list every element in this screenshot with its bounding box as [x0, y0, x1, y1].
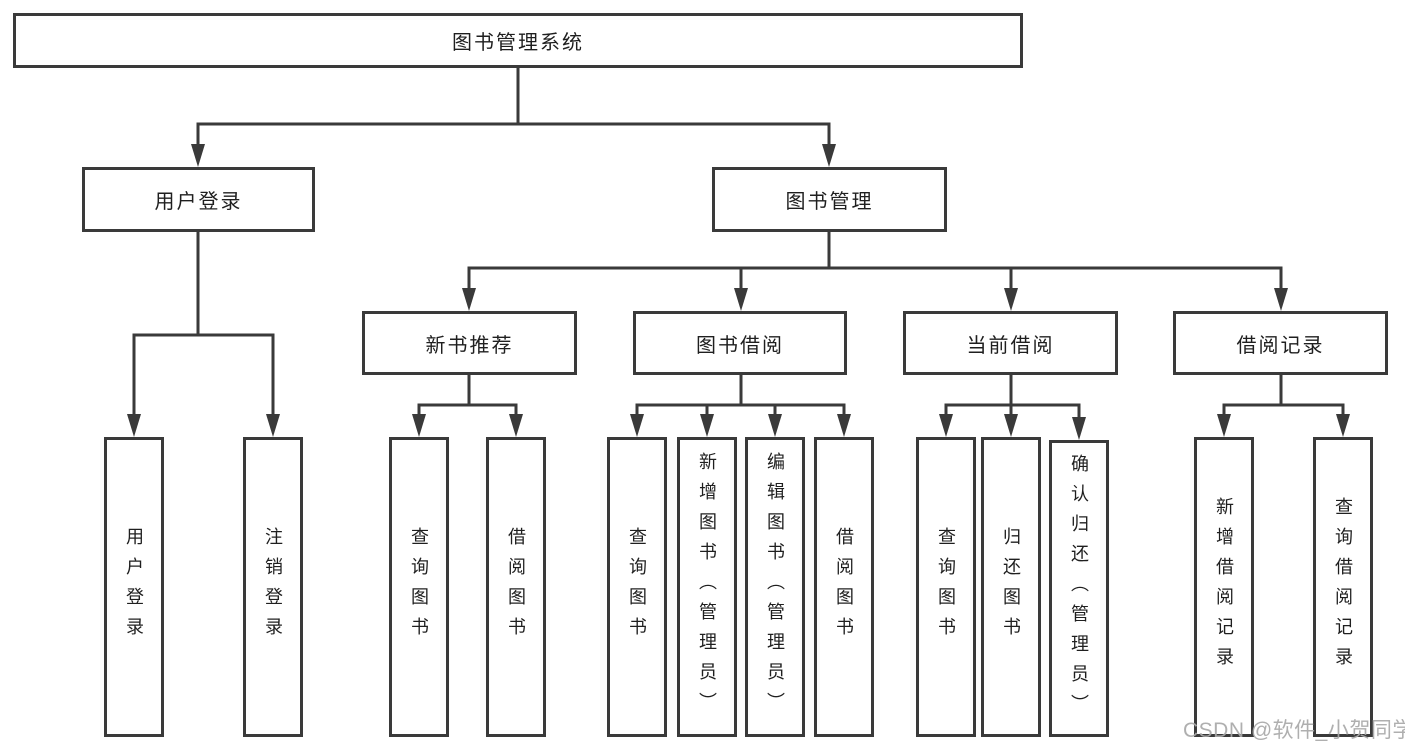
arrowhead — [837, 414, 851, 437]
arrowhead — [412, 414, 426, 437]
leaf-label: 查询图书 — [409, 527, 429, 647]
edge-bookmgmt-to-level3 — [467, 229, 1283, 292]
leaf-borrow-books-recommend: 借阅图书 — [486, 437, 546, 737]
leaf-label: 查询图书 — [627, 527, 647, 647]
node-new-book-recommend: 新书推荐 — [362, 311, 577, 375]
leaf-label: 新增图书（管理员） — [697, 452, 717, 722]
node-label: 新书推荐 — [425, 334, 514, 357]
arrowhead — [734, 288, 748, 311]
node-label: 借阅记录 — [1236, 334, 1325, 357]
leaf-edit-book-admin: 编辑图书（管理员） — [745, 437, 805, 737]
arrowhead — [1072, 417, 1086, 440]
leaf-confirm-return-admin: 确认归还（管理员） — [1049, 440, 1109, 737]
leaf-label: 确认归还（管理员） — [1069, 453, 1089, 724]
leaf-query-books-current: 查询图书 — [916, 437, 976, 737]
leaf-label: 借阅图书 — [834, 527, 854, 647]
leaf-label: 注销登录 — [263, 527, 283, 647]
node-label: 用户登录 — [154, 191, 243, 213]
node-current-borrowing: 当前借阅 — [903, 311, 1118, 375]
edge-current-to-leaves — [944, 372, 1081, 421]
edge-borrowing-to-leaves — [635, 372, 846, 418]
arrowhead — [1274, 288, 1288, 311]
arrowhead — [822, 144, 836, 167]
csdn-watermark: CSDN @软件_小贺同学 — [1183, 719, 1405, 742]
arrowhead — [509, 414, 523, 437]
arrowhead — [266, 414, 280, 437]
leaf-add-borrow-record: 新增借阅记录 — [1194, 437, 1254, 737]
edge-root-to-level2 — [196, 65, 831, 148]
node-book-borrowing: 图书借阅 — [633, 311, 847, 375]
leaf-label: 查询图书 — [936, 527, 956, 647]
leaf-label: 编辑图书（管理员） — [765, 452, 785, 722]
edge-records-to-leaves — [1222, 372, 1345, 418]
leaf-borrow-books-borrowing: 借阅图书 — [814, 437, 874, 737]
node-label: 图书借阅 — [696, 334, 784, 357]
arrowhead — [191, 144, 205, 167]
arrowhead — [1336, 414, 1350, 437]
node-label: 图书管理系统 — [452, 32, 584, 54]
leaf-label: 归还图书 — [1001, 527, 1021, 647]
arrowhead — [462, 288, 476, 311]
arrowhead — [1217, 414, 1231, 437]
arrowhead — [939, 414, 953, 437]
node-library-management-system: 图书管理系统 — [13, 13, 1023, 68]
node-borrowing-records: 借阅记录 — [1173, 311, 1388, 375]
leaf-return-book: 归还图书 — [981, 437, 1041, 737]
arrowhead — [768, 414, 782, 437]
leaf-logout: 注销登录 — [243, 437, 303, 737]
edge-userlogin-to-leaves — [132, 229, 275, 418]
arrowhead — [630, 414, 644, 437]
leaf-label: 用户登录 — [124, 527, 144, 647]
arrowhead — [1004, 414, 1018, 437]
arrowhead — [1004, 288, 1018, 311]
leaf-label: 借阅图书 — [506, 527, 526, 647]
leaf-query-borrow-record: 查询借阅记录 — [1313, 437, 1373, 737]
edge-newbook-to-leaves — [417, 372, 518, 418]
leaf-query-books-borrowing: 查询图书 — [607, 437, 667, 737]
leaf-query-books-recommend: 查询图书 — [389, 437, 449, 737]
arrowhead — [127, 414, 141, 437]
node-label: 图书管理 — [785, 191, 874, 213]
node-book-management: 图书管理 — [712, 167, 947, 232]
leaf-add-book-admin: 新增图书（管理员） — [677, 437, 737, 737]
leaf-user-login: 用户登录 — [104, 437, 164, 737]
node-user-login: 用户登录 — [82, 167, 315, 232]
node-label: 当前借阅 — [966, 334, 1055, 357]
leaf-label: 查询借阅记录 — [1333, 497, 1353, 677]
arrowhead — [700, 414, 714, 437]
leaf-label: 新增借阅记录 — [1214, 497, 1234, 677]
